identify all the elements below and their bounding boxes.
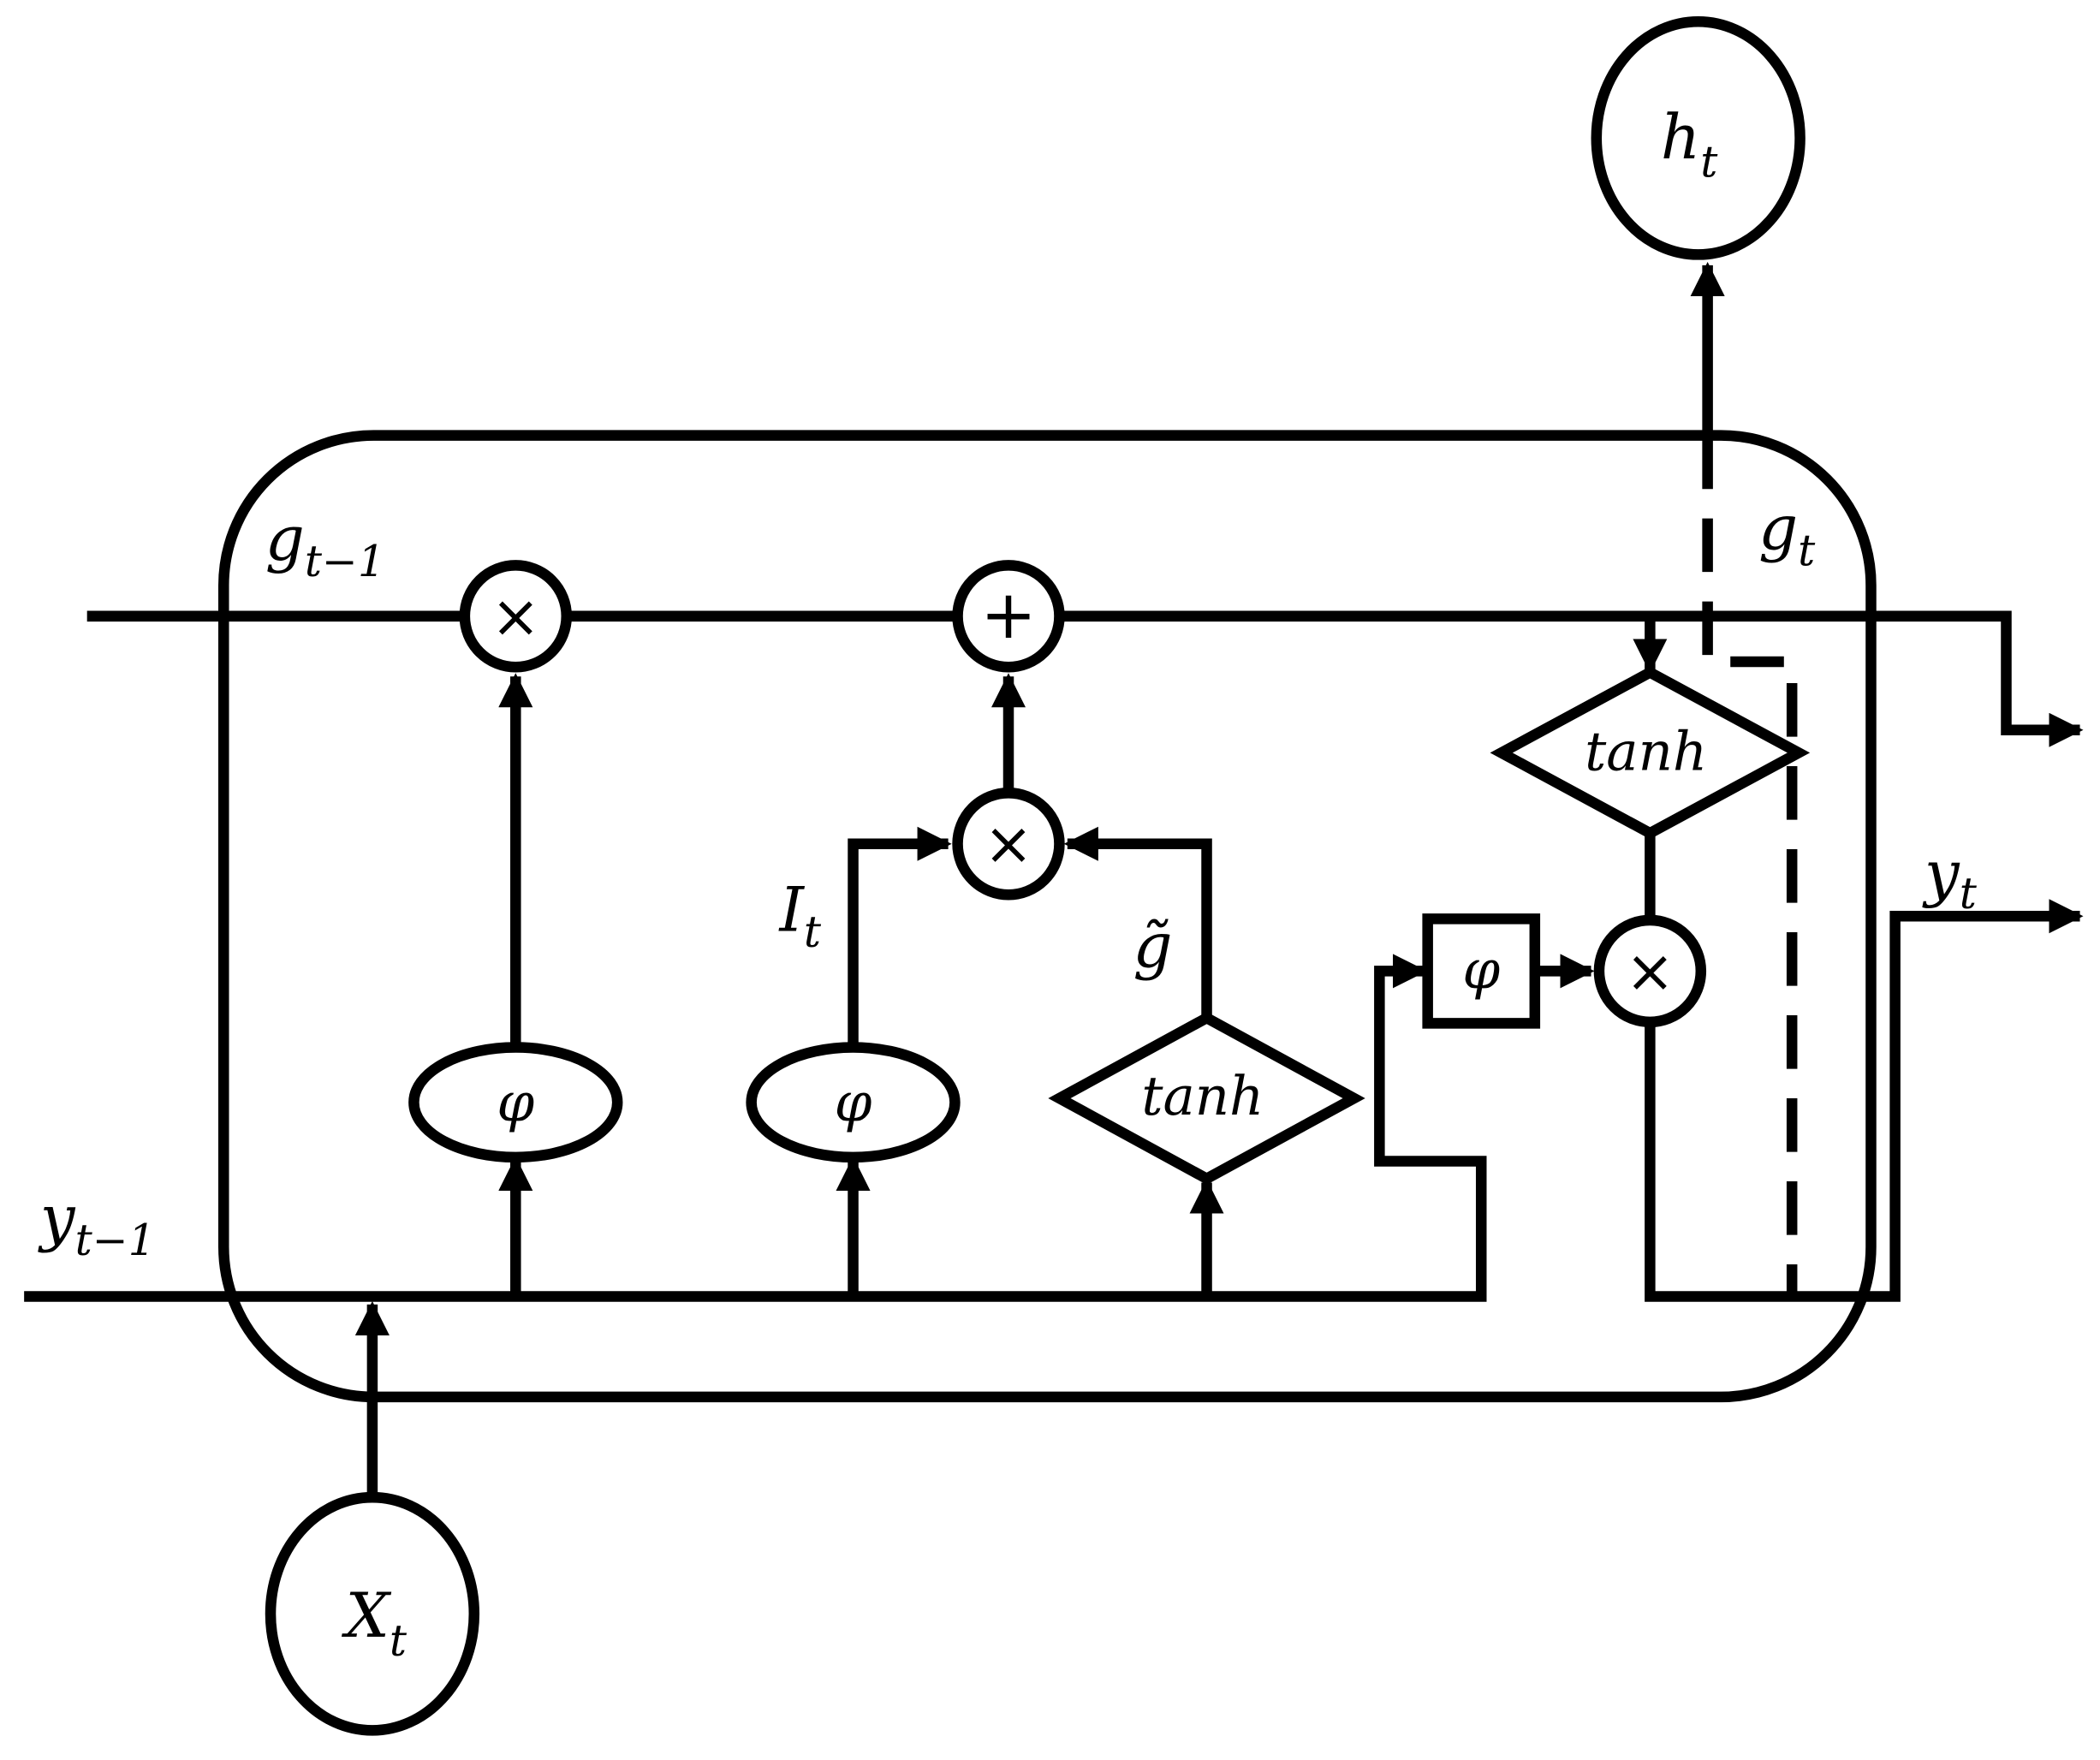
cell-state-line-out (1061, 610, 2084, 747)
forget-gate-phi: φ (408, 1042, 623, 1163)
multiply-symbol: × (984, 810, 1033, 878)
output-multiply-node: × (1593, 914, 1707, 1028)
h-output-node: ht (1591, 15, 1806, 260)
add-node: + (952, 560, 1065, 673)
g-tilde-label: g̃ (1133, 910, 1172, 982)
hidden-input-line (24, 954, 1487, 1302)
cell-boundary (217, 430, 1877, 1403)
x-input-node: Xt (265, 1491, 480, 1736)
h-label: ht (1661, 101, 1718, 187)
output-gate-phi: φ (1422, 913, 1541, 1029)
input-gate-phi: φ (746, 1042, 961, 1163)
multiply-symbol: × (1626, 937, 1675, 1006)
candidate-arrow (1063, 826, 1212, 1019)
i-t-label: It (777, 873, 821, 957)
g-prev-label: gt−1 (265, 502, 385, 586)
output-tanh-gate: tanh (1490, 666, 1811, 840)
add-symbol: + (980, 576, 1037, 654)
phi-label: φ (835, 1072, 872, 1134)
phi-label: φ (497, 1072, 534, 1134)
candidate-tanh-gate: tanh (1048, 1012, 1365, 1185)
phi-label: φ (1462, 939, 1500, 1002)
multiply-symbol: × (491, 582, 540, 651)
tanh-label: tanh (1141, 1065, 1264, 1127)
g-t-label: gt (1758, 492, 1816, 576)
dashed-peephole-path (1702, 435, 1798, 1297)
input-multiply-node: × (952, 788, 1065, 901)
y-output-arrow (1645, 899, 2084, 1302)
x-label: Xt (342, 1579, 408, 1666)
forget-multiply-node: × (459, 560, 573, 673)
y-prev-label: yt−1 (38, 1181, 156, 1265)
y-t-label: yt (1922, 837, 1978, 919)
input-gate-arrow (848, 826, 952, 1048)
tanh-label: tanh (1585, 721, 1707, 783)
